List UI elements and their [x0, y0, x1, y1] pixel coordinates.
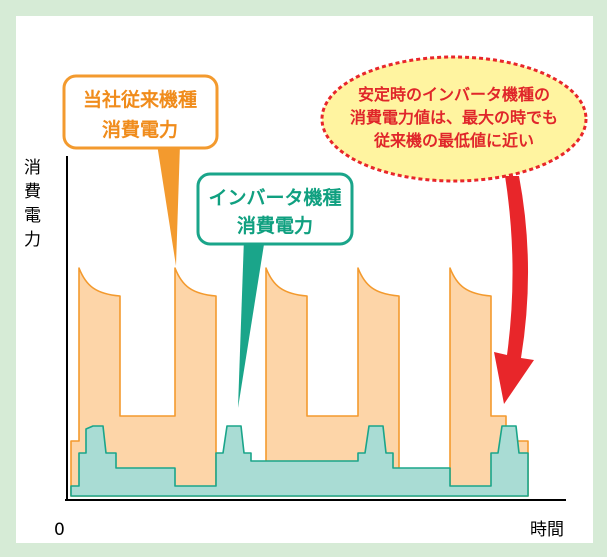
red-arrow — [494, 176, 534, 404]
legacy-callout-line1: 当社従来機種 — [83, 88, 197, 111]
inverter-callout-tail — [238, 238, 265, 408]
y-axis-label-char: 費 — [24, 182, 41, 202]
legacy-power-area — [70, 267, 529, 497]
inverter-callout-line2: 消費電力 — [237, 214, 313, 237]
origin-label: 0 — [54, 520, 65, 540]
note-line2: 消費電力値は、最大の時でも — [350, 108, 558, 127]
legacy-callout-box — [62, 74, 219, 150]
y-axis-label-char: 消 — [24, 158, 41, 178]
inverter-power-area — [70, 425, 529, 497]
y-axis-label-char: 力 — [24, 230, 41, 250]
inverter-callout-box — [196, 172, 354, 246]
x-axis-label: 時間 — [530, 520, 564, 540]
power-diagram: 消 費 電 力 0 時間 当社従来機種 消費電力 インバータ機種 消費電力 安定… — [24, 55, 588, 540]
legacy-callout-line2: 消費電力 — [102, 118, 178, 141]
inverter-callout-line1: インバータ機種 — [208, 186, 341, 209]
legacy-callout-tail — [157, 144, 180, 266]
note-bubble — [320, 55, 588, 183]
note-line3: 従来機の最低値に近い — [373, 131, 534, 150]
diagram-panel: 消 費 電 力 0 時間 当社従来機種 消費電力 インバータ機種 消費電力 安定… — [16, 16, 593, 543]
note-line1: 安定時のインバータ機種の — [358, 85, 550, 104]
y-axis-label-char: 電 — [24, 206, 41, 226]
